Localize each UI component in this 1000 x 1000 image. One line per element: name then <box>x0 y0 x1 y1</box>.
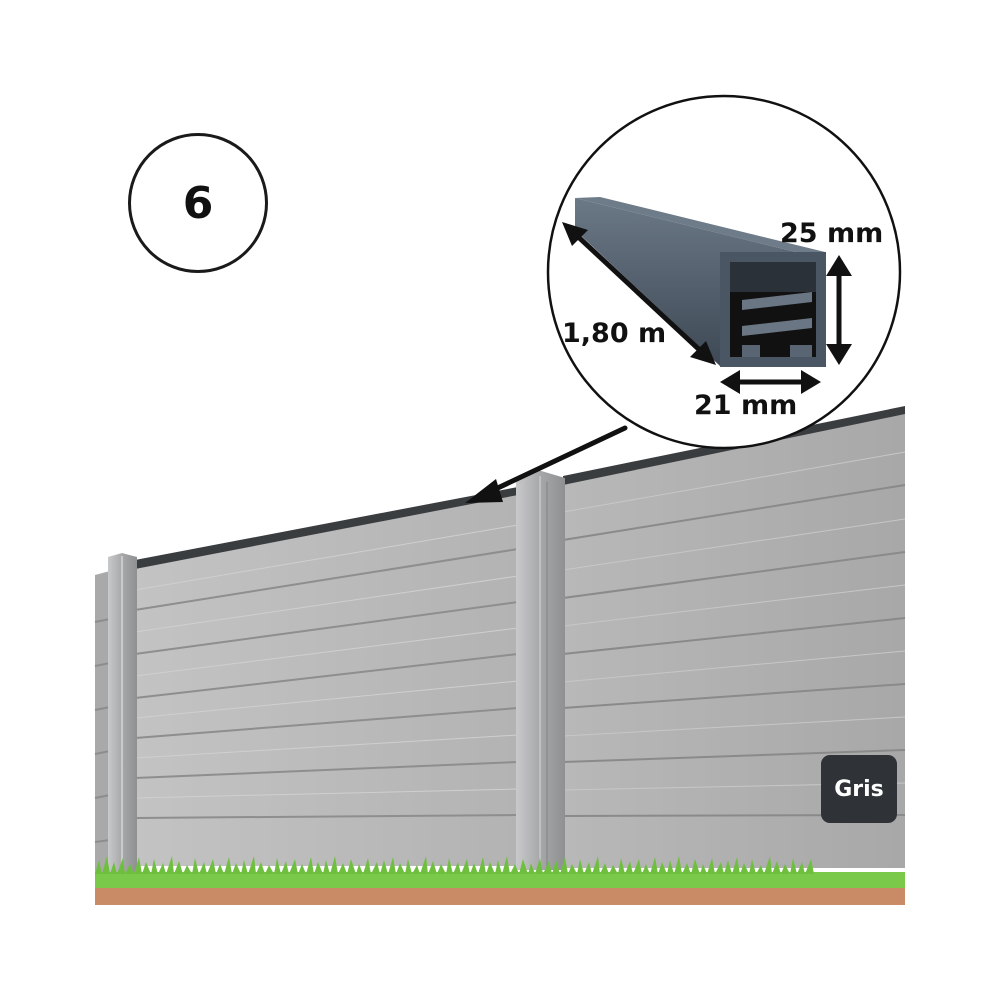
pointer-arrow-icon <box>465 425 628 503</box>
fence-panel-far-left <box>94 571 111 872</box>
length-arrow-icon <box>562 222 716 365</box>
color-tag: Gris <box>821 755 897 823</box>
fence-post-middle <box>516 470 565 870</box>
zoom-circle <box>546 94 902 450</box>
color-tag-label: Gris <box>834 776 884 802</box>
step-number: 6 <box>182 177 214 229</box>
profile-zoom-detail <box>575 197 826 367</box>
fence-panel-left <box>134 487 519 866</box>
fence-panel-right <box>562 406 906 868</box>
width-dimension-label: 21 mm <box>694 390 798 421</box>
step-number-badge: 6 <box>128 133 268 273</box>
height-dimension-label: 25 mm <box>780 218 884 249</box>
width-arrow-icon <box>720 370 821 394</box>
fence-post-left <box>108 553 137 872</box>
ground <box>95 856 905 905</box>
length-dimension-label: 1,80 m <box>562 318 667 349</box>
height-arrow-icon <box>826 255 852 365</box>
